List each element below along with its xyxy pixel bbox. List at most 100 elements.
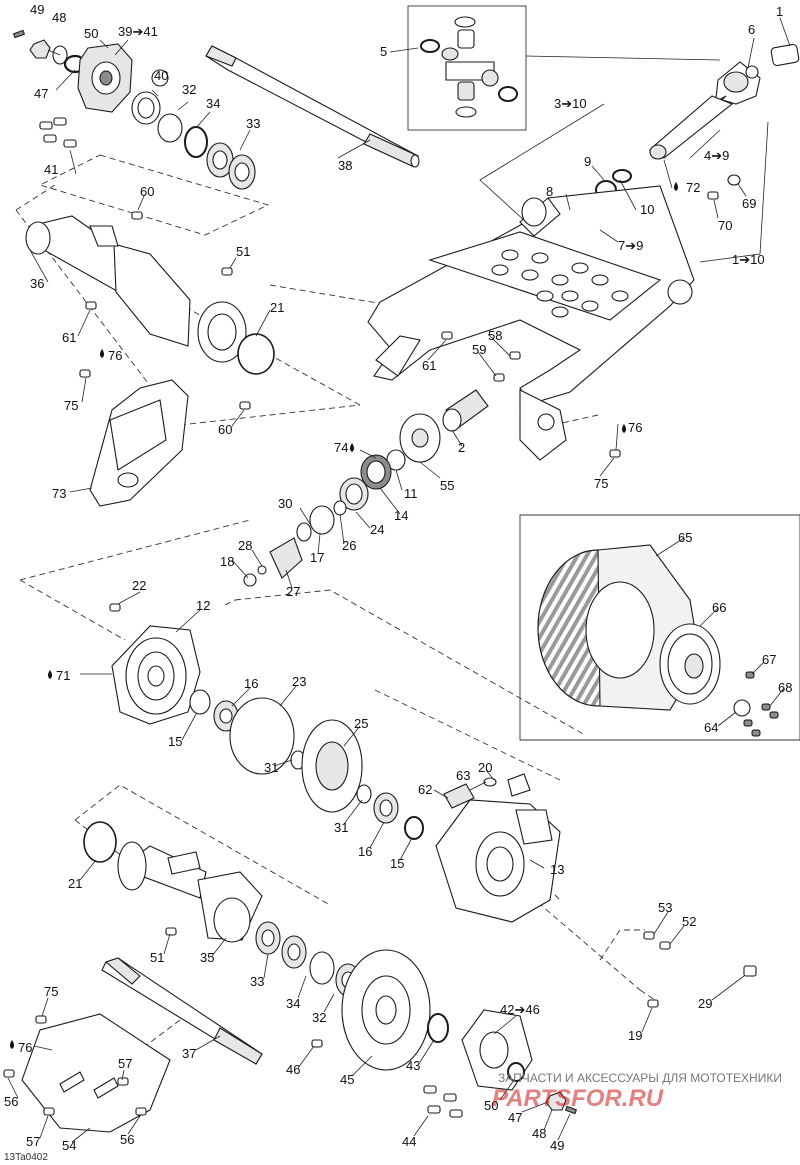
callout: 57 (26, 1134, 40, 1149)
callout: 61 (422, 358, 436, 373)
callout: 47 (34, 86, 48, 101)
callout: 30 (278, 496, 292, 511)
callout: 7➔9 (618, 238, 643, 253)
callout: 39➔41 (118, 24, 158, 39)
callout: 63 (456, 768, 470, 783)
callout: 34 (286, 996, 300, 1011)
callout: 53 (658, 900, 672, 915)
callout: 8 (546, 184, 553, 199)
callout-labels: 49 48 50 39➔41 47 40 32 34 33 41 38 5 3➔… (4, 2, 792, 1153)
drop-icon (10, 1040, 14, 1049)
callout: 44 (402, 1134, 416, 1149)
callout: 55 (440, 478, 454, 493)
callout: 9 (584, 154, 591, 169)
callout: 31 (264, 760, 278, 775)
callout: 57 (118, 1056, 132, 1071)
small-fasteners (3, 174, 757, 1116)
callout: 76 (108, 348, 122, 363)
callout: 60 (218, 422, 232, 437)
callout: 18 (220, 554, 234, 569)
callout: 40 (154, 68, 168, 83)
callout: 61 (62, 330, 76, 345)
callout: 16 (244, 676, 258, 691)
callout: 67 (762, 652, 776, 667)
callout: 36 (30, 276, 44, 291)
callout: 68 (778, 680, 792, 695)
callout: 49 (30, 2, 44, 17)
callout: 33 (250, 974, 264, 989)
swing-arm-frame (367, 185, 695, 461)
callout: 5 (380, 44, 387, 59)
callout: 72 (686, 180, 700, 195)
callout: 71 (56, 668, 70, 683)
callout: 42➔46 (500, 1002, 540, 1017)
callout: 17 (310, 550, 324, 565)
callout: 64 (704, 720, 718, 735)
callout: 22 (132, 578, 146, 593)
u-joint-kit-5 (420, 16, 518, 118)
callout: 56 (4, 1094, 18, 1109)
callout: 4➔9 (704, 148, 729, 163)
callout: 6 (748, 22, 755, 37)
drive-shaft-4 (612, 43, 800, 183)
callout: 25 (354, 716, 368, 731)
callout: 60 (140, 184, 154, 199)
callout: 50 (484, 1098, 498, 1113)
callout: 13 (550, 862, 564, 877)
leader-lines (7, 17, 791, 1143)
callout: 69 (742, 196, 756, 211)
callout: 76 (628, 420, 642, 435)
axle-shaft-37 (101, 957, 263, 1065)
callout: 75 (44, 984, 58, 999)
callout: 28 (238, 538, 252, 553)
callout: 76 (18, 1040, 32, 1055)
skid-bracket-73 (89, 379, 189, 507)
callout: 1➔10 (732, 252, 765, 267)
callout: 27 (286, 584, 300, 599)
drop-icon (622, 424, 626, 433)
callout: 16 (358, 844, 372, 859)
callout: 1 (776, 4, 783, 19)
callout: 21 (68, 876, 82, 891)
callout: 11 (404, 486, 418, 501)
callout: 15 (168, 734, 182, 749)
brake-disc-45 (341, 949, 449, 1071)
final-drive-housing-13 (435, 773, 561, 923)
callout: 59 (472, 342, 486, 357)
drop-icon (350, 443, 354, 452)
callout: 48 (532, 1126, 546, 1141)
callout: 73 (52, 486, 66, 501)
callout: 70 (718, 218, 732, 233)
callout: 14 (394, 508, 408, 523)
callout: 49 (550, 1138, 564, 1153)
callout: 38 (338, 158, 352, 173)
callout: 45 (340, 1072, 354, 1087)
callout: 3➔10 (554, 96, 587, 111)
callout: 21 (270, 300, 284, 315)
callout: 32 (182, 82, 196, 97)
callout: 62 (418, 782, 432, 797)
watermark-site: PARTSFOR.RU (492, 1085, 664, 1112)
center-spacer-stack (243, 389, 489, 587)
hub-42 (423, 1009, 578, 1118)
callout: 66 (712, 600, 726, 615)
callout: 56 (120, 1132, 134, 1147)
callout: 75 (64, 398, 78, 413)
callout: 19 (628, 1028, 642, 1043)
callout: 26 (342, 538, 356, 553)
lubricant-drop-icons (10, 182, 678, 1049)
callout: 2 (458, 440, 465, 455)
callout: 35 (200, 950, 214, 965)
callout: 23 (292, 674, 306, 689)
callout: 15 (390, 856, 404, 871)
reference-code: 13Ta0402 (4, 1152, 48, 1163)
callout: 33 (246, 116, 260, 131)
callout: 10 (640, 202, 654, 217)
callout: 43 (406, 1058, 420, 1073)
callout: 52 (682, 914, 696, 929)
axle-housing-36 (25, 215, 275, 375)
callout: 12 (196, 598, 210, 613)
drop-icon (674, 182, 678, 191)
callout: 50 (84, 26, 98, 41)
